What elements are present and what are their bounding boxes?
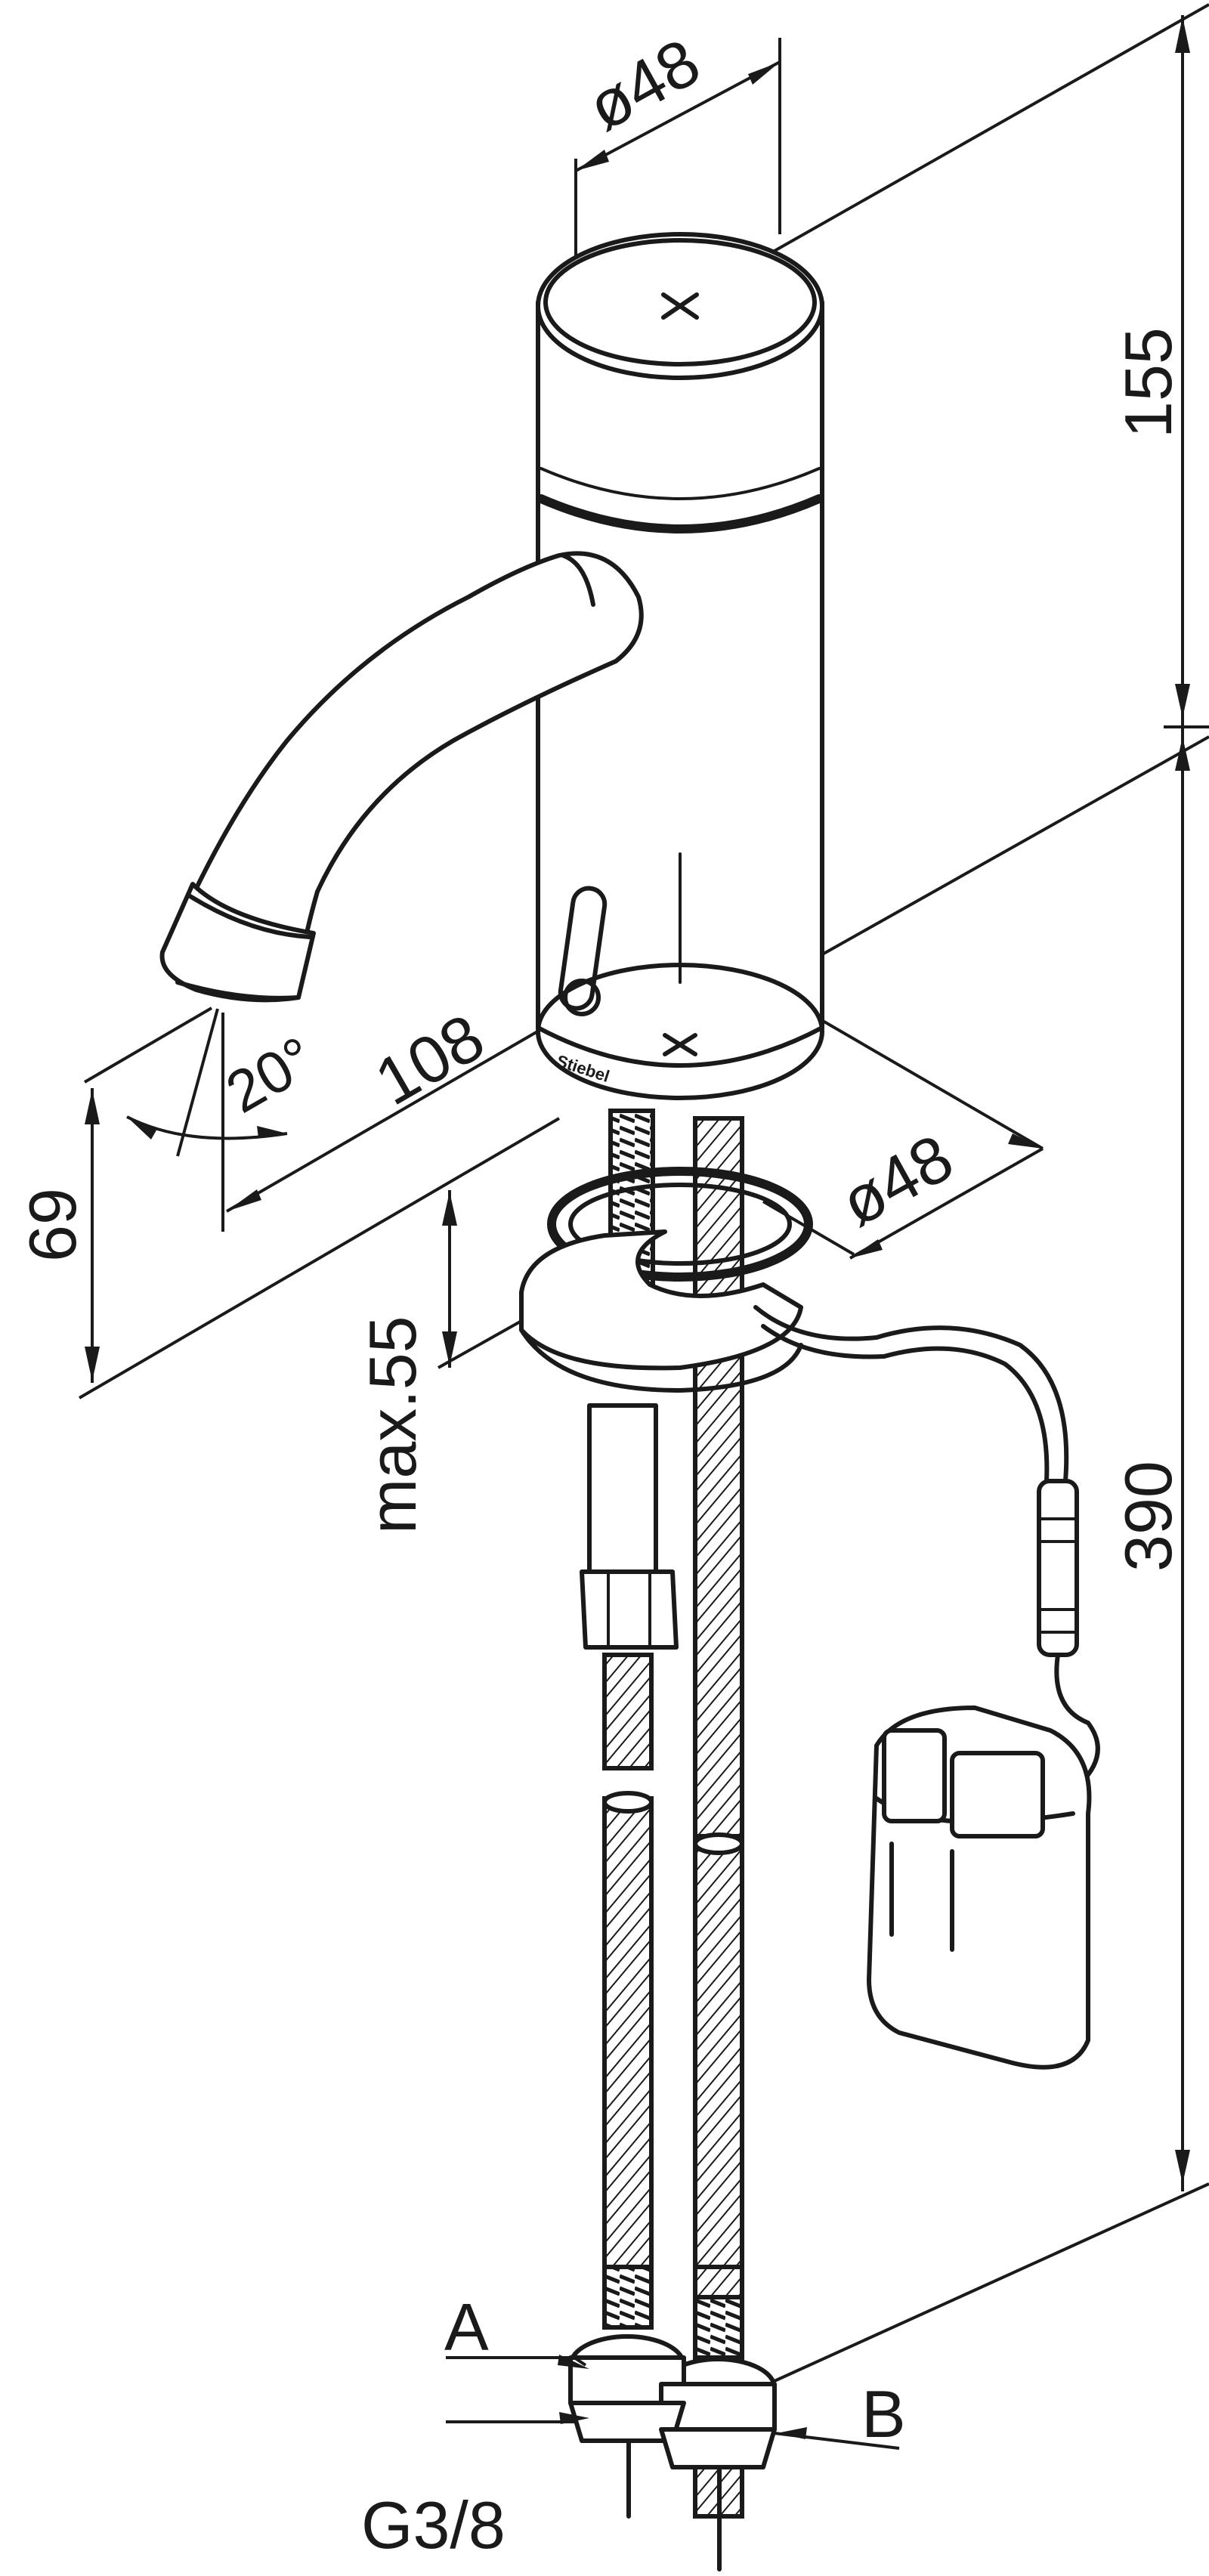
faucet-body: Stiebel bbox=[536, 232, 824, 1100]
top-diameter-label: ø48 bbox=[575, 24, 712, 145]
spout-height-label: 69 bbox=[15, 1188, 90, 1262]
spout-angle-label: 20° bbox=[215, 1024, 326, 1126]
max-thickness-label: max.55 bbox=[355, 1316, 430, 1534]
callout-labels: A B G3/8 bbox=[361, 2290, 906, 2562]
base-diameter-label: ø48 bbox=[828, 1120, 965, 1241]
mounting-hardware bbox=[519, 1109, 1100, 2571]
dimension-arrows bbox=[85, 17, 1190, 2184]
height-upper-label: 155 bbox=[1111, 327, 1186, 438]
connection-b-label: B bbox=[861, 2377, 906, 2451]
spout-reach-label: 108 bbox=[363, 999, 496, 1119]
height-total-label: 390 bbox=[1111, 1461, 1186, 1572]
spout bbox=[159, 551, 644, 1003]
thread-size-label: G3/8 bbox=[361, 2488, 506, 2562]
callout-leaders bbox=[446, 2355, 900, 2450]
connection-a-label: A bbox=[444, 2290, 489, 2364]
